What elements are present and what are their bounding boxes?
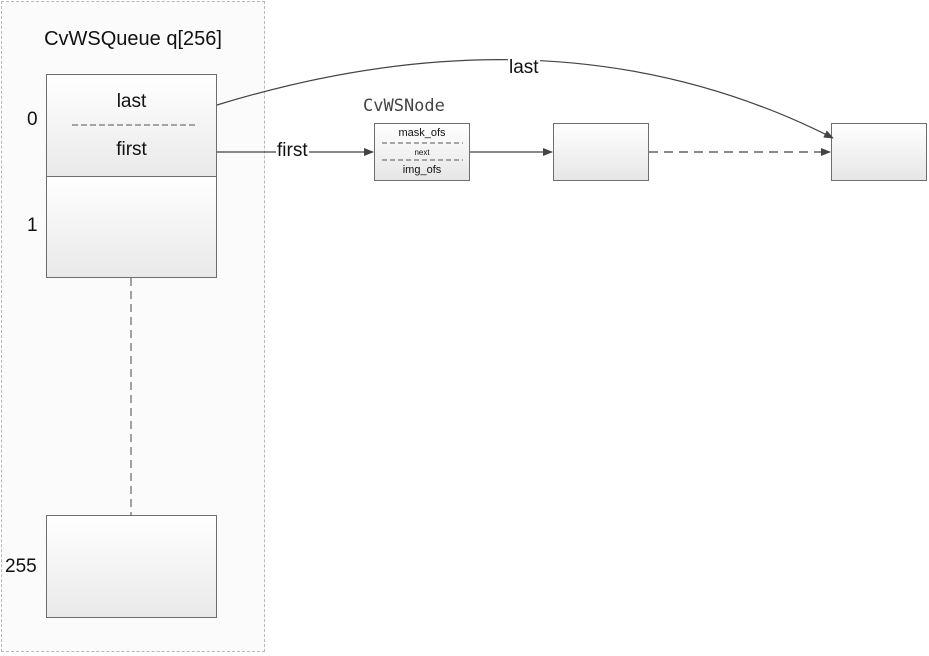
node-field-next: next	[414, 148, 430, 157]
list-node-last	[831, 123, 927, 181]
node-title: CvWSNode	[363, 96, 445, 116]
cell-0-first-label: first	[116, 139, 147, 160]
last-arrow	[216, 59, 834, 139]
node-field-img-ofs: img_ofs	[402, 164, 442, 176]
list-node-2	[553, 123, 649, 181]
cell-0-last-label: last	[116, 91, 147, 112]
index-1: 1	[27, 215, 38, 236]
queue-title: CvWSQueue q[256]	[44, 28, 222, 50]
first-edge-label: first	[276, 140, 309, 162]
node-box	[374, 123, 470, 181]
index-0: 0	[27, 109, 38, 130]
queue-cell-1	[46, 176, 217, 278]
queue-cell-255	[46, 515, 217, 618]
last-edge-label: last	[508, 57, 540, 79]
node-field-mask-ofs: mask_ofs	[398, 127, 446, 139]
index-255: 255	[5, 556, 37, 577]
